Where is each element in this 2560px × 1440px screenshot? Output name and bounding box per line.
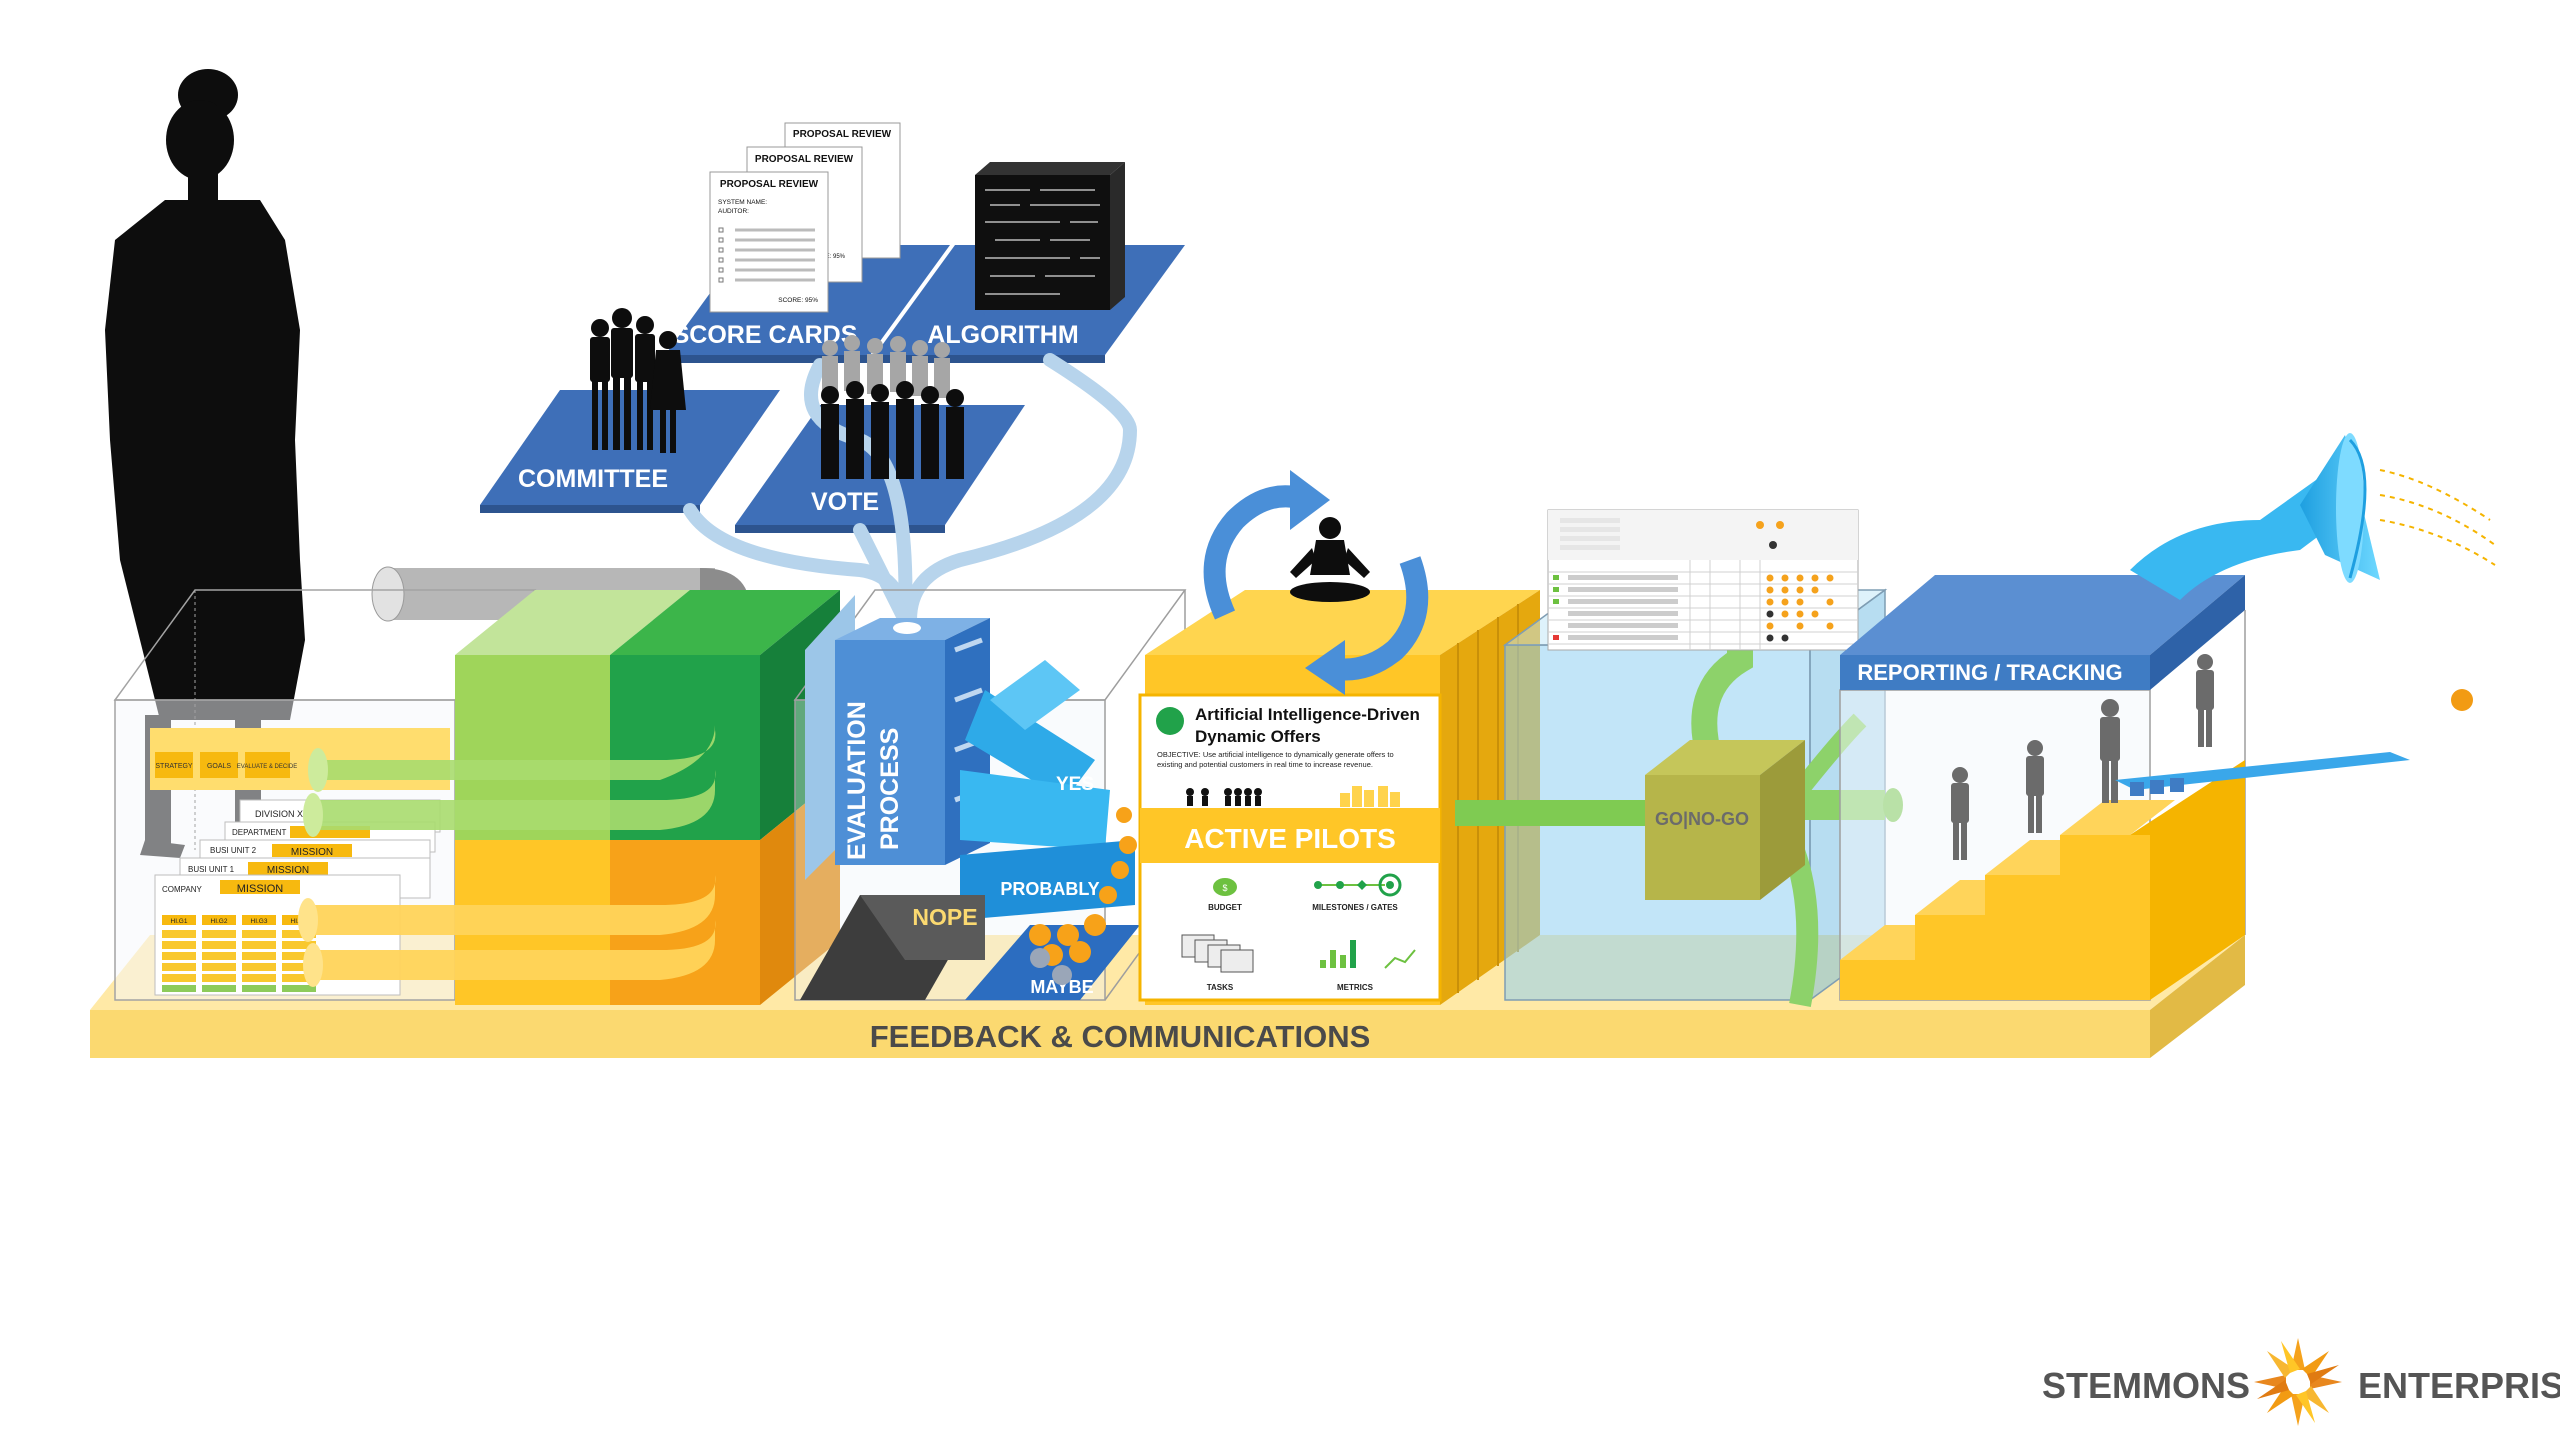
mission-label-3: MISSION xyxy=(237,883,284,895)
metrics-icon xyxy=(1320,940,1416,969)
maybe-label: MAYBE xyxy=(1030,977,1093,997)
tasks-icon xyxy=(1181,934,1254,973)
reporting-box: REPORTING / TRACKING xyxy=(1839,575,2410,1001)
pilot-title-1: Artificial Intelligence-Driven xyxy=(1195,705,1420,724)
evaluation-label-1: EVALUATION xyxy=(843,701,871,860)
proposal-score-1: SCORE: 95% xyxy=(778,297,818,304)
committee-label: COMMITTEE xyxy=(518,465,668,493)
algorithm-label: ALGORITHM xyxy=(927,321,1078,349)
department-label: DEPARTMENT xyxy=(232,828,286,837)
yes-label: YES xyxy=(1056,774,1094,795)
committee-people xyxy=(590,308,686,453)
pilot-title-2: Dynamic Offers xyxy=(1195,727,1321,746)
milestones-label: MILESTONES / GATES xyxy=(1312,903,1398,912)
cycle-arrowhead-top xyxy=(1290,470,1330,530)
busi-unit-1-label: BUSI UNIT 1 xyxy=(188,865,235,874)
active-pilots-block: Artificial Intelligence-Driven Dynamic O… xyxy=(1138,590,1540,1005)
goal-header-2: HI.G2 xyxy=(211,918,228,925)
company-label: COMPANY xyxy=(162,885,203,894)
meditation-figure xyxy=(1290,517,1370,602)
broadcast-horn xyxy=(2130,433,2380,600)
budget-label: BUDGET xyxy=(1208,903,1242,912)
proposal-title-1: PROPOSAL REVIEW xyxy=(720,179,819,190)
starburst-icon xyxy=(2254,1338,2342,1426)
go-no-go-label: GO|NO-GO xyxy=(1655,809,1749,829)
reporting-label: REPORTING / TRACKING xyxy=(1857,660,2122,685)
vote-label: VOTE xyxy=(811,488,879,516)
go-no-go-box: GO|NO-GO xyxy=(1455,588,1903,1008)
panel-pipes xyxy=(683,353,1138,627)
busi-unit-2-label: BUSI UNIT 2 xyxy=(210,846,257,855)
goal-grid: HI.G1 HI.G2 HI.G3 HI.G4 xyxy=(162,915,316,992)
mission-label-1: MISSION xyxy=(291,847,333,858)
goals-label: GOALS xyxy=(207,763,231,770)
evaluation-label-2: PROCESS xyxy=(876,728,904,850)
goal-header-3: HI.G3 xyxy=(251,918,268,925)
active-pilots-label: ACTIVE PILOTS xyxy=(1184,823,1396,854)
budget-icon: $ xyxy=(1213,878,1237,896)
logo-left-text: STEMMONS xyxy=(2042,1365,2250,1406)
sound-waves xyxy=(2379,469,2496,566)
algorithm-chalkboard xyxy=(975,162,1125,310)
tasks-label: TASKS xyxy=(1207,983,1234,992)
cycle-arrows-icon xyxy=(1203,485,1429,681)
goal-header-1: HI.G1 xyxy=(171,918,188,925)
division-label: DIVISION X xyxy=(255,809,303,819)
metrics-label: METRICS xyxy=(1337,983,1374,992)
probably-label: PROBABLY xyxy=(1000,879,1099,899)
logo-right-text: ENTERPRISE xyxy=(2358,1365,2560,1406)
platform-label: FEEDBACK & COMMUNICATIONS xyxy=(870,1019,1371,1054)
strategy-label: STRATEGY xyxy=(155,763,193,770)
evaluation-box: EVALUATION PROCESS YES PROBABLY NOPE MAY… xyxy=(793,589,1187,1001)
proposal-title-3: PROPOSAL REVIEW xyxy=(793,129,892,140)
nope-label: NOPE xyxy=(912,904,977,930)
system-name-label: SYSTEM NAME: xyxy=(718,199,767,206)
pilot-objective-1: OBJECTIVE: Use artificial intelligence t… xyxy=(1157,750,1394,759)
pilot-objective-2: existing and potential customers in real… xyxy=(1157,760,1373,769)
svg-text:$: $ xyxy=(1222,883,1227,893)
milestones-icon xyxy=(1314,873,1402,897)
mission-label-2: MISSION xyxy=(267,865,309,876)
cube-stack xyxy=(455,590,840,1005)
portfolio-table xyxy=(1547,509,1859,651)
evaluate-label: EVALUATE & DECIDE xyxy=(237,764,297,770)
orange-dot xyxy=(2451,689,2473,711)
cycle-arrowhead-bottom xyxy=(1305,640,1345,695)
auditor-label: AUDITOR: xyxy=(718,208,749,215)
proposal-review-stack: PROPOSAL REVIEW PROPOSAL REVIEW SCORE: 9… xyxy=(709,122,901,313)
voters-crowd xyxy=(821,335,964,479)
stemmons-logo: STEMMONS ENTERPRISE xyxy=(2042,1338,2560,1426)
proposal-title-2: PROPOSAL REVIEW xyxy=(755,154,854,165)
strategy-flows xyxy=(298,725,716,987)
